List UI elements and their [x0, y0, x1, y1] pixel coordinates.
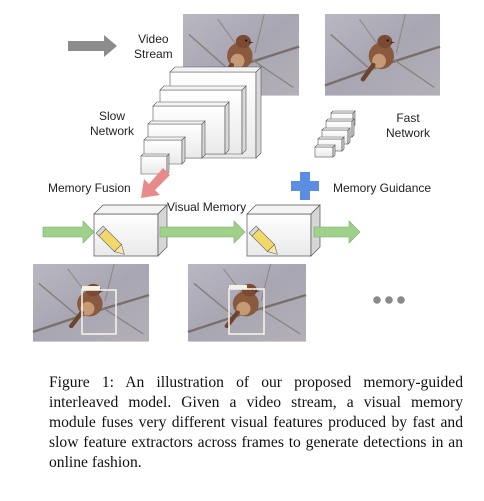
figure-caption: Figure 1: An illustration of our propose…: [49, 373, 463, 473]
slow-network-label: Slow Network: [89, 109, 134, 138]
output-frame-1: [33, 264, 149, 342]
right-arrow-icon: [68, 35, 117, 57]
memory-arrow-in: [42, 220, 95, 244]
memory-arrow-mid: [159, 220, 246, 244]
figure-diagram: [0, 0, 484, 365]
caption-text: An illustration of our proposed memory-g…: [49, 374, 463, 471]
memory-fusion-arrow-icon: [141, 168, 170, 198]
pencil-icon: [248, 225, 278, 255]
caption-label: Figure 1:: [49, 374, 114, 391]
output-frame-2: [188, 264, 306, 342]
fast-network-label: Fast Network: [385, 111, 430, 140]
ellipsis-icon: [373, 296, 405, 304]
figure: Video Stream Slow Network Fast Network M…: [0, 0, 484, 365]
plus-icon: [291, 172, 319, 200]
memory-arrow-out: [313, 220, 361, 244]
pencil-icon: [95, 225, 125, 255]
visual-memory-label: Visual Memory: [167, 200, 247, 214]
video-frame-2: [325, 14, 440, 96]
memory-fusion-label: Memory Fusion: [48, 181, 131, 195]
fast-network-stack: [314, 110, 356, 158]
video-stream-label: Video Stream: [134, 32, 173, 61]
slow-network-stack: [140, 66, 262, 175]
memory-guidance-label: Memory Guidance: [333, 181, 432, 195]
